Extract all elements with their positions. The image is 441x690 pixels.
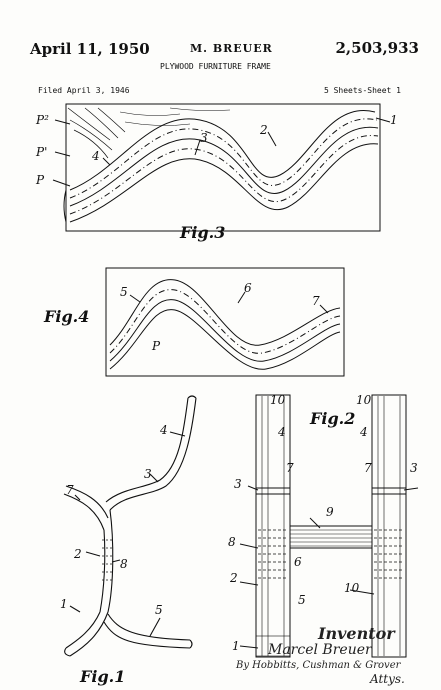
- fig1-ref-5: 5: [155, 603, 163, 617]
- fig2-ref-3b: 3: [410, 461, 418, 475]
- fig4-ref-7: 7: [312, 294, 320, 308]
- fig2-ref-10c: 10: [344, 581, 360, 595]
- fig2-ref-6: 6: [294, 555, 302, 569]
- fig1-ref-2: 2: [73, 547, 82, 561]
- fig1-foot-left-outer: [65, 611, 101, 649]
- fig2-ref-10b: 10: [356, 393, 372, 407]
- fig1-spine-right: [107, 509, 114, 613]
- fig4-ref-5: 5: [120, 285, 128, 299]
- fig2-ref-7b: 7: [364, 461, 372, 475]
- inventor-name: M. BREUER: [190, 42, 273, 55]
- fig2-leg-right: [371, 394, 407, 658]
- fig4-panel: [105, 267, 345, 377]
- inventor-label: Inventor: [318, 624, 395, 643]
- fig4-ply-3: [109, 299, 341, 362]
- attorney-label: Attys.: [370, 672, 405, 686]
- fig3-panel: [65, 103, 381, 232]
- fig2-drawing: [239, 394, 419, 658]
- patent-date: April 11, 1950: [30, 40, 150, 58]
- fig1-spine-left: [99, 529, 106, 613]
- fig4-ply-4: [109, 309, 341, 370]
- fig1-foot-left-inner: [69, 611, 109, 657]
- fig1-ref-1: 1: [60, 597, 68, 611]
- fig2-ref-7a: 7: [286, 461, 294, 475]
- fig4-drawing: [105, 267, 345, 377]
- fig3-ref-2: 2: [259, 123, 268, 137]
- sheet-count: 5 Sheets-Sheet 1: [323, 86, 401, 95]
- fig2-ref-4b: 4: [359, 425, 368, 439]
- fig3-ref-p: P: [35, 173, 45, 187]
- fig4-ref-6: 6: [244, 281, 252, 295]
- fig1-ref-4: 4: [159, 423, 168, 437]
- fig1-back-outer: [109, 397, 197, 511]
- fig3-ply-5: [69, 143, 379, 223]
- fig2-ref-4a: 4: [277, 425, 286, 439]
- fig3-ref-1: 1: [390, 113, 398, 127]
- inventor-signature: Marcel Breuer: [268, 642, 372, 658]
- fig3-ref-4: 4: [91, 149, 100, 163]
- fig2-ref-1: 1: [232, 639, 240, 653]
- fig2-ref-9: 9: [326, 505, 334, 519]
- fig4-ply-1: [109, 279, 341, 346]
- fig2-ref-3a: 3: [234, 477, 242, 491]
- fig3-ref-3: 3: [200, 131, 208, 145]
- fig1-runner-outer: [103, 621, 191, 649]
- fig2-ref-10a: 10: [270, 393, 286, 407]
- fig1-runner-inner: [107, 613, 191, 641]
- fig4-ref-p: P: [151, 339, 161, 353]
- fig3-ply-1: [69, 109, 376, 191]
- fig3-ply-3: [69, 126, 379, 207]
- fig1-arm-left-inner: [65, 485, 109, 519]
- filed-date: Filed April 3, 1946: [38, 86, 130, 95]
- fig1-arm-left-outer: [63, 493, 105, 531]
- fig3-label: Fig.3: [179, 223, 225, 242]
- fig2-ref-8: 8: [228, 535, 236, 549]
- patent-title: PLYWOOD FURNITURE FRAME: [160, 62, 271, 71]
- fig2-ref-5: 5: [298, 593, 306, 607]
- patent-number: 2,503,933: [335, 39, 419, 57]
- fig2-label: Fig.2: [309, 409, 355, 428]
- fig2-cross-rail: [289, 525, 373, 549]
- fig3-ply-4: [69, 135, 379, 215]
- fig3-ref-p1: P': [35, 145, 47, 159]
- fig4-ply-2: [109, 289, 341, 354]
- fig1-label: Fig.1: [79, 667, 125, 686]
- fig1-ref-7: 7: [66, 483, 74, 497]
- attorney-signature: By Hobbitts, Cushman & Grover: [236, 660, 401, 671]
- fig3-ref-p2: P²: [35, 113, 49, 127]
- fig1-ref-8: 8: [120, 557, 128, 571]
- fig4-label: Fig.4: [43, 307, 89, 326]
- fig1-back-inner: [105, 397, 189, 503]
- fig1-drawing: [63, 395, 197, 657]
- fig2-ref-2: 2: [229, 571, 238, 585]
- fig1-ref-3: 3: [144, 467, 152, 481]
- fig3-drawing: [52, 103, 391, 232]
